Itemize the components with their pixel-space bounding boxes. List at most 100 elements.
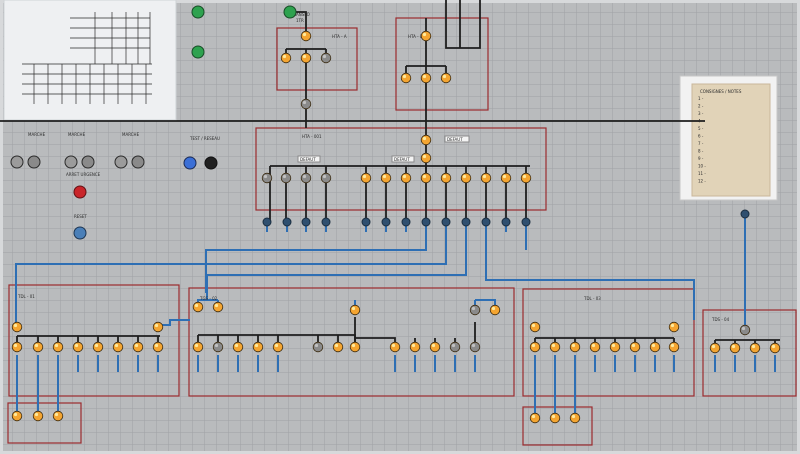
indicator-lamp (32, 410, 44, 422)
green-indicator-1 (191, 5, 205, 19)
indicator-lamp (261, 172, 273, 184)
left-label-1: MARCHE (28, 132, 46, 137)
feeder-terminals (262, 209, 750, 227)
indicator-lamp (400, 72, 412, 84)
section-4-title: TDS - 04 (711, 317, 730, 322)
notes-line: 2 - (698, 104, 704, 109)
indicator-lamp (332, 341, 344, 353)
indicator-lamp (152, 321, 164, 333)
frame-sub-1 (7, 402, 82, 444)
indicator-lamp (349, 304, 361, 316)
indicator-lamp (32, 341, 44, 353)
frame-section-4 (702, 309, 797, 397)
indicator-lamp (52, 341, 64, 353)
indicator-lamp (112, 341, 124, 353)
terminal-node (262, 217, 272, 227)
indicator-lamp (449, 341, 461, 353)
notes-line: 11 - (698, 171, 706, 176)
mode-button-black[interactable] (204, 156, 218, 170)
reset-label: RESET (74, 214, 87, 219)
indicator-lamp (529, 412, 541, 424)
indicator-lamp (72, 341, 84, 353)
control-button-6[interactable] (131, 155, 145, 169)
terminal-node (501, 217, 511, 227)
lamps (11, 30, 781, 424)
indicator-lamp (280, 172, 292, 184)
section-2-title: TGS - 02 (199, 296, 218, 301)
indicator-lamp (192, 341, 204, 353)
indicator-lamp (132, 341, 144, 353)
indicator-lamp (469, 304, 481, 316)
notes-line: 1 - (698, 96, 704, 101)
control-button-2[interactable] (27, 155, 41, 169)
reset-button[interactable] (73, 226, 87, 240)
emergency-button[interactable] (73, 185, 87, 199)
indicator-lamp (569, 412, 581, 424)
indicator-lamp (272, 341, 284, 353)
indicator-lamp (400, 172, 412, 184)
schematic-sheet (3, 0, 177, 121)
section-3-title: TDL - 03 (583, 296, 601, 301)
terminal-node (740, 209, 750, 219)
notes-line: 5 - (698, 126, 704, 131)
hta-b-label: HTA - B (408, 34, 423, 39)
control-button-5[interactable] (114, 155, 128, 169)
terminal-node (361, 217, 371, 227)
indicator-lamp (420, 72, 432, 84)
indicator-lamp (469, 341, 481, 353)
frame-sub-2 (522, 406, 593, 446)
section-titles: TRANSFO 1TR HTA - A HTA - B HTA - 001 TG… (17, 12, 730, 322)
terminal-node (421, 217, 431, 227)
green-indicator-3 (283, 5, 297, 19)
indicator-lamp (409, 341, 421, 353)
frame-top-right (395, 17, 489, 111)
control-button-4[interactable] (81, 155, 95, 169)
hta-a-label: HTA - A (332, 34, 347, 39)
alarm-label-1: DEFAUT (300, 157, 316, 162)
indicator-lamp (739, 324, 751, 336)
indicator-lamp (232, 341, 244, 353)
notes-line: 4 - (698, 119, 704, 124)
indicator-lamp (440, 72, 452, 84)
indicator-lamp (152, 341, 164, 353)
frame-section-2 (188, 287, 515, 397)
indicator-lamp (11, 410, 23, 422)
control-button-3[interactable] (64, 155, 78, 169)
notes-line: 12 - (698, 179, 706, 184)
indicator-lamp (300, 30, 312, 42)
section-1-title: TDL - 01 (17, 294, 35, 299)
indicator-lamp (420, 30, 432, 42)
notes-line: 7 - (698, 141, 704, 146)
indicator-lamp (729, 342, 741, 354)
indicator-lamp (300, 172, 312, 184)
indicator-lamp (349, 341, 361, 353)
indicator-lamp (92, 341, 104, 353)
section-frames (7, 17, 797, 446)
left-label-3: MARCHE (122, 132, 140, 137)
indicator-lamp (489, 304, 501, 316)
left-controls (10, 5, 297, 240)
indicator-lamp (320, 172, 332, 184)
frame-hta (255, 127, 547, 211)
indicator-lamp (300, 98, 312, 110)
indicator-lamp (212, 301, 224, 313)
indicator-lamp (389, 341, 401, 353)
notes-line: 6 - (698, 134, 704, 139)
indicator-lamp (52, 410, 64, 422)
indicator-lamp (460, 172, 472, 184)
terminal-node (321, 217, 331, 227)
indicator-lamp (520, 172, 532, 184)
indicator-lamp (609, 341, 621, 353)
notes-sheet: CONSIGNES / NOTES (679, 75, 778, 201)
indicator-lamp (380, 172, 392, 184)
indicator-lamp (589, 341, 601, 353)
frame-top-left (276, 27, 358, 91)
mode-button-blue[interactable] (183, 156, 197, 170)
indicator-lamp (529, 341, 541, 353)
terminal-node (381, 217, 391, 227)
terminal-node (481, 217, 491, 227)
control-button-1[interactable] (10, 155, 24, 169)
indicator-lamp (360, 172, 372, 184)
indicator-lamp (629, 341, 641, 353)
